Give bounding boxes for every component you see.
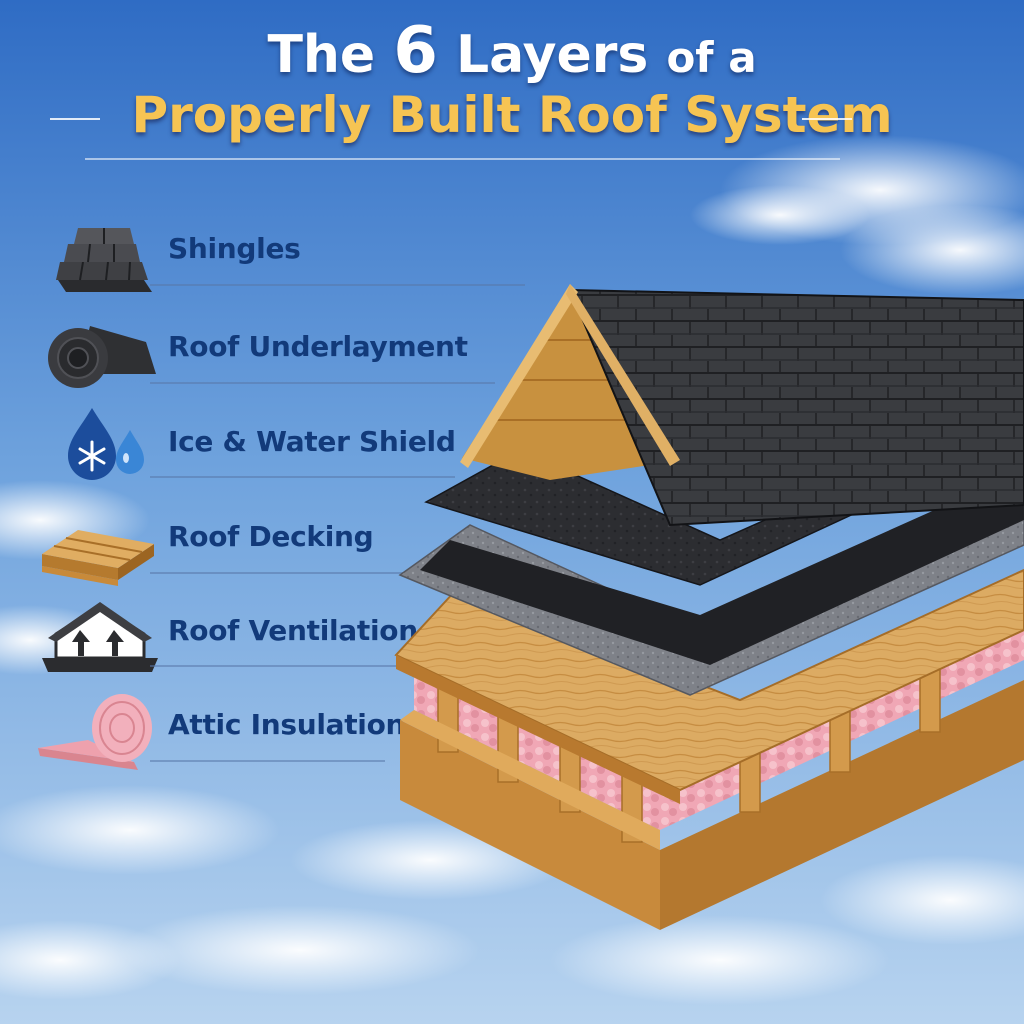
layer-label-insulation: Attic Insulation (168, 708, 406, 741)
layer-label-decking: Roof Decking (168, 520, 374, 553)
insulation-roll-icon (38, 694, 152, 770)
title-underline (85, 158, 840, 160)
gable-slats (490, 339, 640, 421)
decking-edge (396, 655, 680, 804)
underlayment-band (420, 470, 1024, 665)
title-prefix: The (267, 25, 376, 85)
gable-trim-right (566, 284, 680, 466)
layer-label-underlayment: Roof Underlayment (168, 330, 468, 363)
layer-label-ice-water-shield: Ice & Water Shield (168, 425, 456, 458)
layer-rule-decking (150, 572, 405, 574)
title-line-2: Properly Built Roof System (131, 86, 893, 144)
title-rule-left (50, 118, 100, 120)
title-word: Layers (455, 25, 649, 85)
shingles-icon (56, 228, 152, 292)
gable-end (462, 290, 670, 480)
layer-rule-shingles (150, 284, 525, 286)
title-line-1: The 6 Layers of a (0, 14, 1024, 88)
layer-label-ventilation: Roof Ventilation (168, 614, 418, 647)
attic-frame (400, 610, 1024, 930)
gable-trim-left (460, 284, 578, 468)
water-drop-snowflake-icon (68, 408, 144, 480)
title-number: 6 (393, 14, 438, 88)
underlayment-roll-icon (48, 326, 156, 388)
roof-cutaway-illustration (394, 284, 1024, 930)
shingle-roof-surface (568, 288, 1024, 527)
layer-rule-underlayment (150, 382, 495, 384)
title-suffix: of a (666, 33, 757, 82)
layer-rule-insulation (150, 760, 385, 762)
house-vent-arrows-icon (42, 602, 158, 672)
layer-rule-ice-water-shield (150, 476, 455, 478)
layer-label-shingles: Shingles (168, 232, 301, 265)
layer-rule-ventilation (150, 665, 400, 667)
wood-planks-icon (42, 530, 154, 586)
title-rule-right (802, 118, 852, 120)
